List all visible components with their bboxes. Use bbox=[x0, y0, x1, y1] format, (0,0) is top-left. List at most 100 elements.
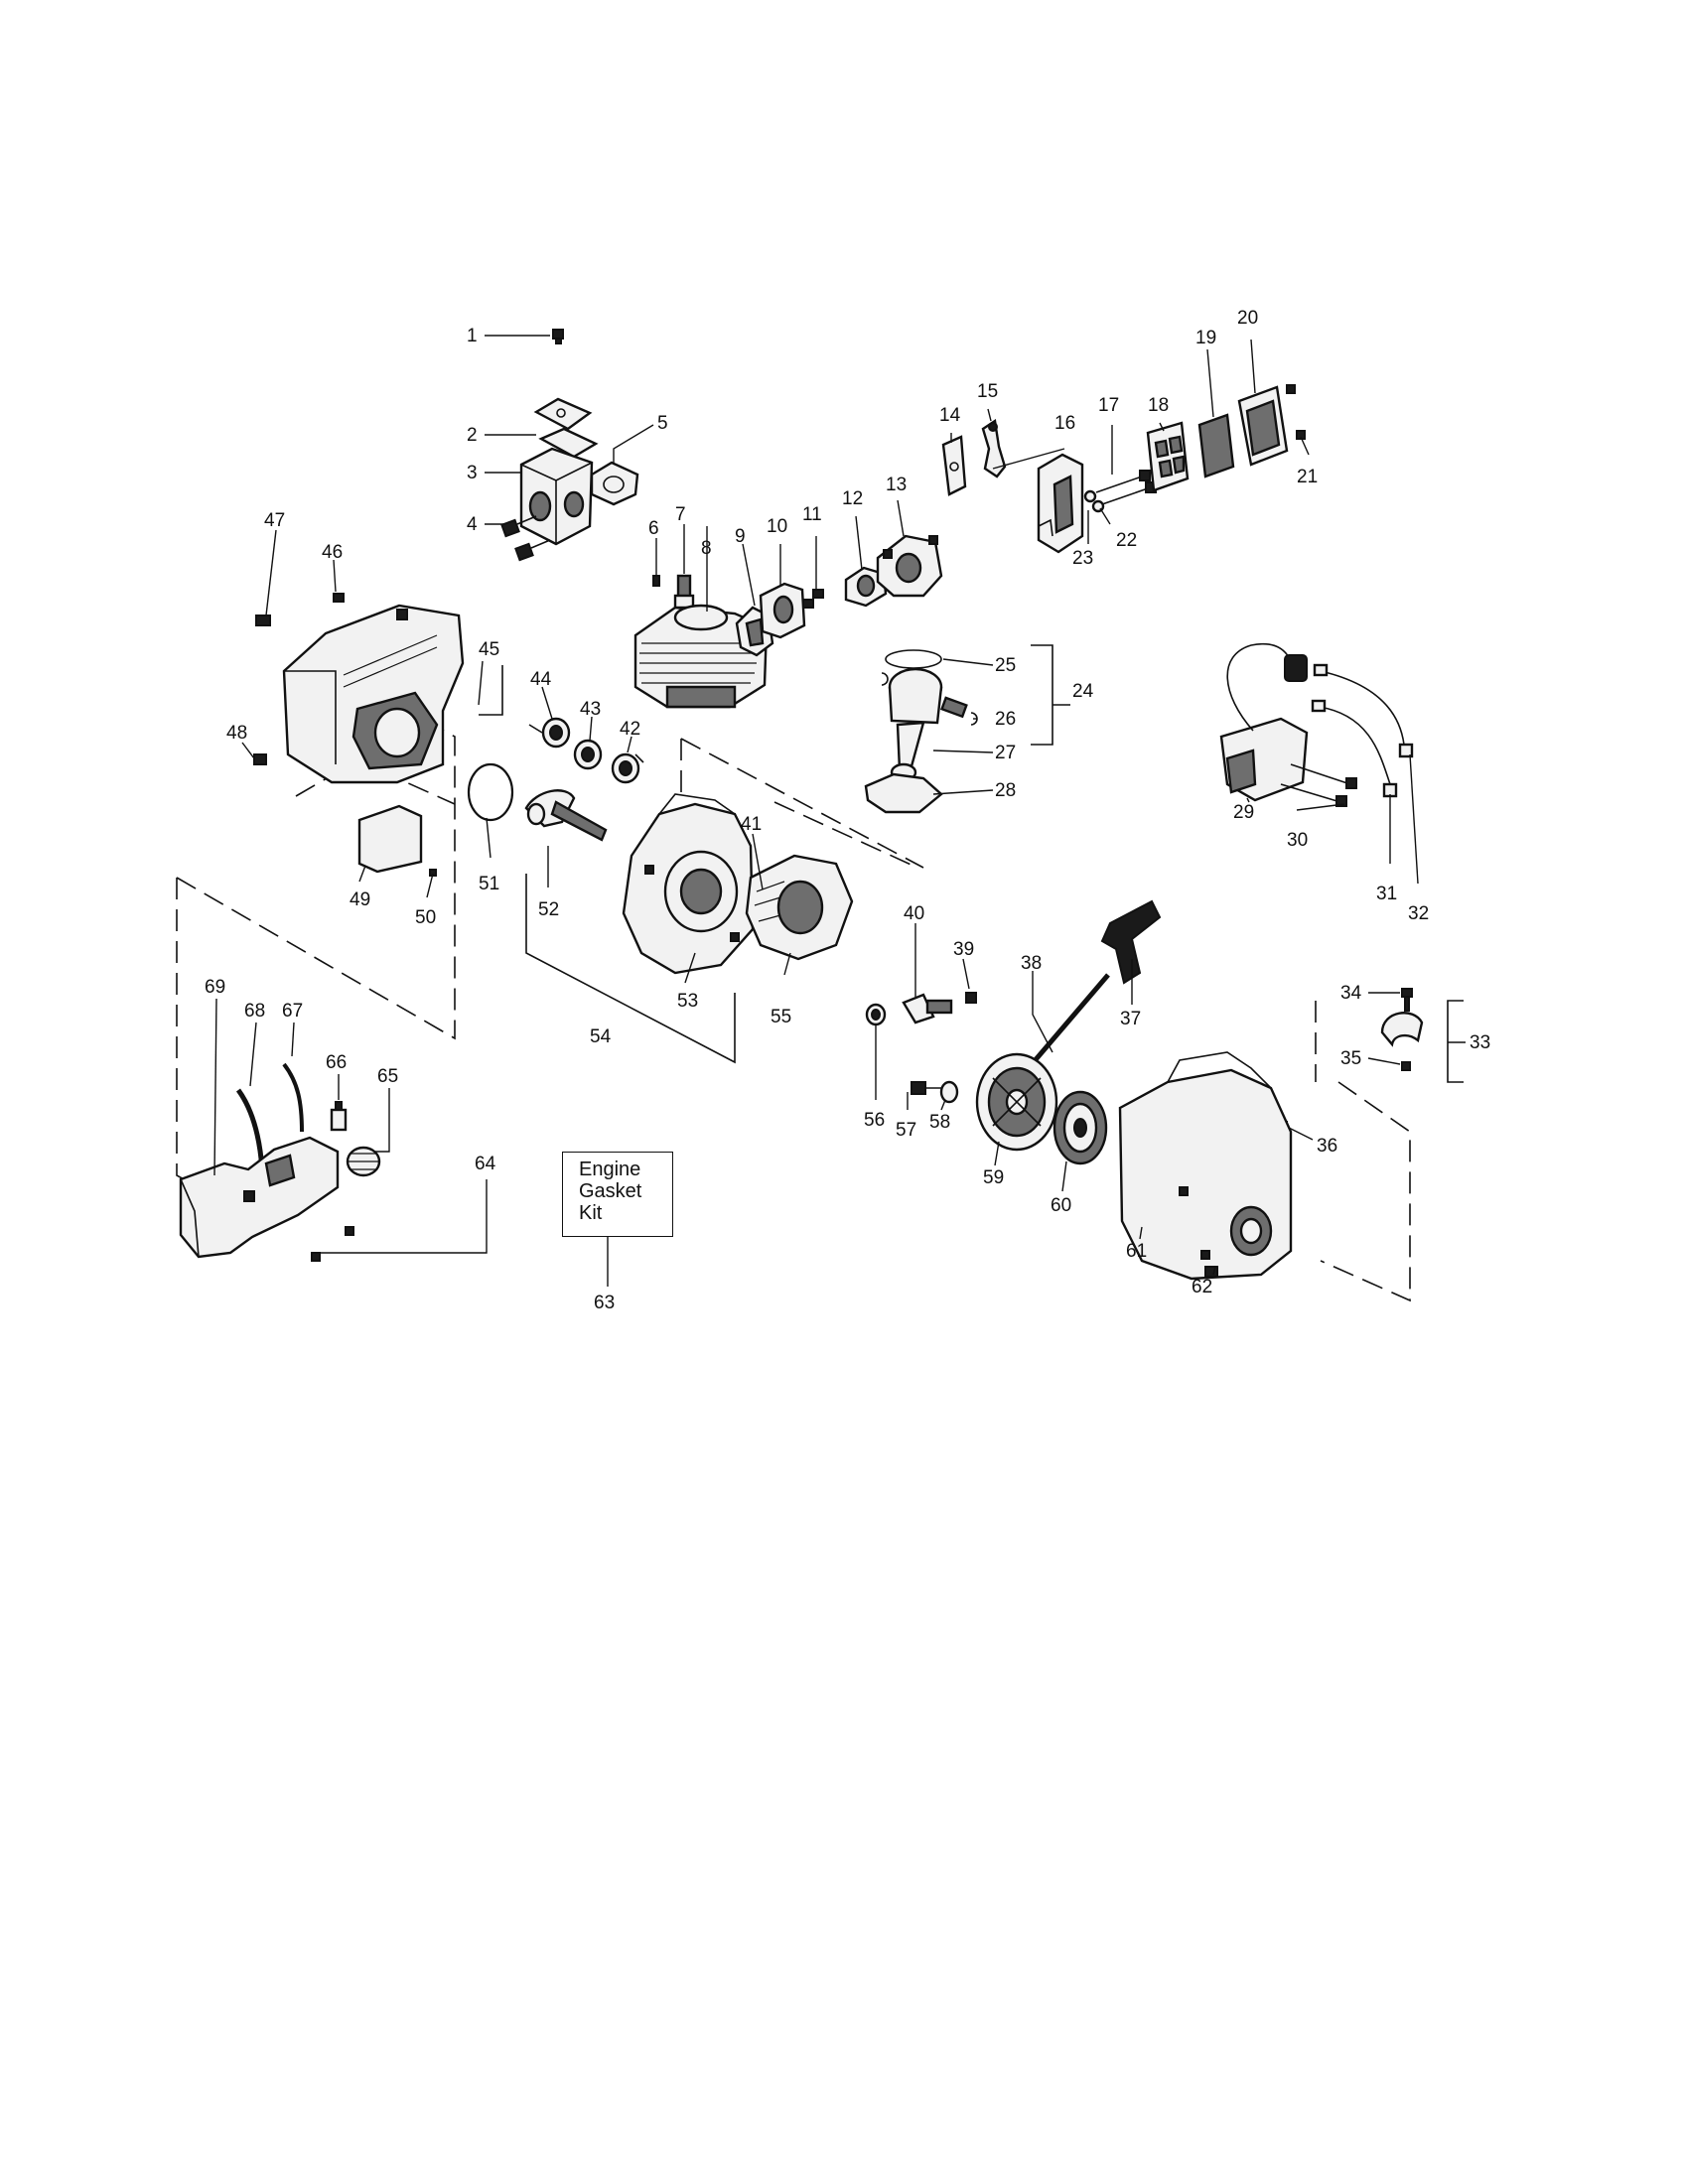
engine-gasket-kit-box: Engine Gasket Kit bbox=[562, 1152, 673, 1237]
part-37-starter-handle bbox=[1100, 899, 1162, 985]
callout-9: 9 bbox=[735, 526, 746, 547]
part-13-carburetor bbox=[876, 534, 943, 598]
part-45-engine-housing bbox=[282, 604, 465, 784]
callout-20: 20 bbox=[1237, 308, 1258, 329]
part-40-bolt bbox=[902, 993, 953, 1024]
part-10-insulator bbox=[759, 582, 806, 639]
part-42-seal bbox=[611, 752, 640, 784]
callout-38: 38 bbox=[1021, 953, 1042, 974]
part-32-stop-wire bbox=[1313, 663, 1414, 758]
part-57-screw bbox=[911, 1081, 945, 1095]
callout-60: 60 bbox=[1051, 1195, 1071, 1216]
part-33-clamp bbox=[1380, 1012, 1424, 1047]
part-39-screw bbox=[965, 992, 977, 1004]
callout-57: 57 bbox=[896, 1120, 916, 1141]
kit-line-3: Kit bbox=[579, 1202, 603, 1224]
part-21-screws bbox=[1286, 384, 1306, 440]
part-69-fuel-tank bbox=[179, 1136, 340, 1259]
callout-22: 22 bbox=[1116, 530, 1137, 551]
part-12-adapter bbox=[844, 566, 888, 608]
part-19-filter-element bbox=[1197, 413, 1235, 478]
callout-26: 26 bbox=[995, 709, 1016, 730]
part-46-screw bbox=[333, 593, 345, 603]
callout-7: 7 bbox=[675, 504, 686, 525]
callout-24: 24 bbox=[1072, 681, 1094, 702]
callout-34: 34 bbox=[1340, 983, 1362, 1004]
part-59-pulley bbox=[975, 1052, 1058, 1152]
callout-3: 3 bbox=[467, 463, 478, 483]
part-43-bearing bbox=[573, 739, 603, 770]
part-5-gasket bbox=[590, 461, 639, 506]
callout-54: 54 bbox=[590, 1026, 612, 1047]
part-20-filter-cover bbox=[1237, 385, 1289, 467]
callout-labels: 1 2 3 4 5 6 7 8 9 10 11 12 13 14 15 16 1… bbox=[205, 308, 1490, 1313]
part-18-filter-plate bbox=[1146, 421, 1190, 492]
part-60-spring bbox=[1052, 1090, 1108, 1165]
part-68-fuel-line bbox=[235, 1088, 265, 1170]
callout-18: 18 bbox=[1148, 395, 1169, 416]
part-17-screws bbox=[1095, 470, 1157, 505]
callout-5: 5 bbox=[657, 413, 668, 434]
callout-36: 36 bbox=[1317, 1136, 1337, 1157]
callout-64: 64 bbox=[475, 1154, 496, 1174]
callout-47: 47 bbox=[264, 510, 285, 531]
part-2-plate bbox=[533, 397, 599, 459]
part-23-washers bbox=[1083, 489, 1105, 513]
callout-43: 43 bbox=[580, 699, 601, 720]
part-65-fuel-filter bbox=[346, 1146, 381, 1177]
callout-11: 11 bbox=[802, 504, 822, 525]
kit-line-1: Engine bbox=[579, 1159, 641, 1180]
part-67-fuel-line bbox=[282, 1062, 304, 1133]
part-15-lever bbox=[981, 418, 1007, 478]
part-64-screws bbox=[311, 1226, 354, 1262]
callout-56: 56 bbox=[864, 1110, 885, 1131]
kit-line-2: Gasket bbox=[579, 1180, 642, 1202]
part-6-screw bbox=[652, 575, 660, 587]
callout-39: 39 bbox=[953, 939, 974, 960]
leader-lines bbox=[213, 335, 1419, 1287]
callout-13: 13 bbox=[886, 475, 907, 495]
part-34-screw bbox=[1401, 988, 1413, 1012]
part-62-screws bbox=[1204, 1266, 1218, 1278]
callout-52: 52 bbox=[538, 899, 559, 920]
part-44-bearing bbox=[541, 717, 571, 749]
callout-67: 67 bbox=[282, 1001, 303, 1022]
part-61-starter-housing bbox=[1118, 1051, 1293, 1281]
callout-1: 1 bbox=[467, 326, 478, 346]
callout-30: 30 bbox=[1287, 830, 1308, 851]
callout-8: 8 bbox=[701, 538, 712, 559]
part-47-screw bbox=[255, 614, 271, 626]
callout-66: 66 bbox=[326, 1052, 347, 1073]
callout-4: 4 bbox=[467, 514, 478, 535]
part-29-ignition-module bbox=[1219, 642, 1309, 802]
part-3-muffler bbox=[519, 447, 594, 546]
callout-65: 65 bbox=[377, 1066, 398, 1087]
part-30-screws bbox=[1280, 763, 1357, 807]
callout-12: 12 bbox=[842, 488, 863, 509]
callout-2: 2 bbox=[467, 425, 478, 446]
callout-48: 48 bbox=[226, 723, 247, 744]
callout-32: 32 bbox=[1408, 903, 1429, 924]
callout-69: 69 bbox=[205, 977, 225, 998]
part-1-screw bbox=[552, 329, 564, 344]
callout-21: 21 bbox=[1297, 467, 1318, 487]
callout-14: 14 bbox=[939, 405, 961, 426]
callout-62: 62 bbox=[1192, 1277, 1212, 1297]
callout-37: 37 bbox=[1120, 1009, 1141, 1029]
part-56-washer bbox=[865, 1003, 887, 1026]
part-49-heat-shield bbox=[357, 804, 423, 874]
callout-45: 45 bbox=[479, 639, 499, 660]
part-35-nut bbox=[1401, 1061, 1411, 1071]
part-53-crankcase bbox=[622, 793, 755, 975]
callout-49: 49 bbox=[350, 889, 370, 910]
callout-42: 42 bbox=[620, 719, 640, 740]
part-51-o-ring bbox=[467, 762, 514, 822]
callout-28: 28 bbox=[995, 780, 1016, 801]
callout-10: 10 bbox=[767, 516, 787, 537]
part-27-piston-rod bbox=[888, 667, 968, 782]
callout-59: 59 bbox=[983, 1167, 1004, 1188]
callout-25: 25 bbox=[995, 655, 1016, 676]
callout-19: 19 bbox=[1195, 328, 1216, 348]
callout-29: 29 bbox=[1233, 802, 1254, 823]
callout-53: 53 bbox=[677, 991, 698, 1012]
